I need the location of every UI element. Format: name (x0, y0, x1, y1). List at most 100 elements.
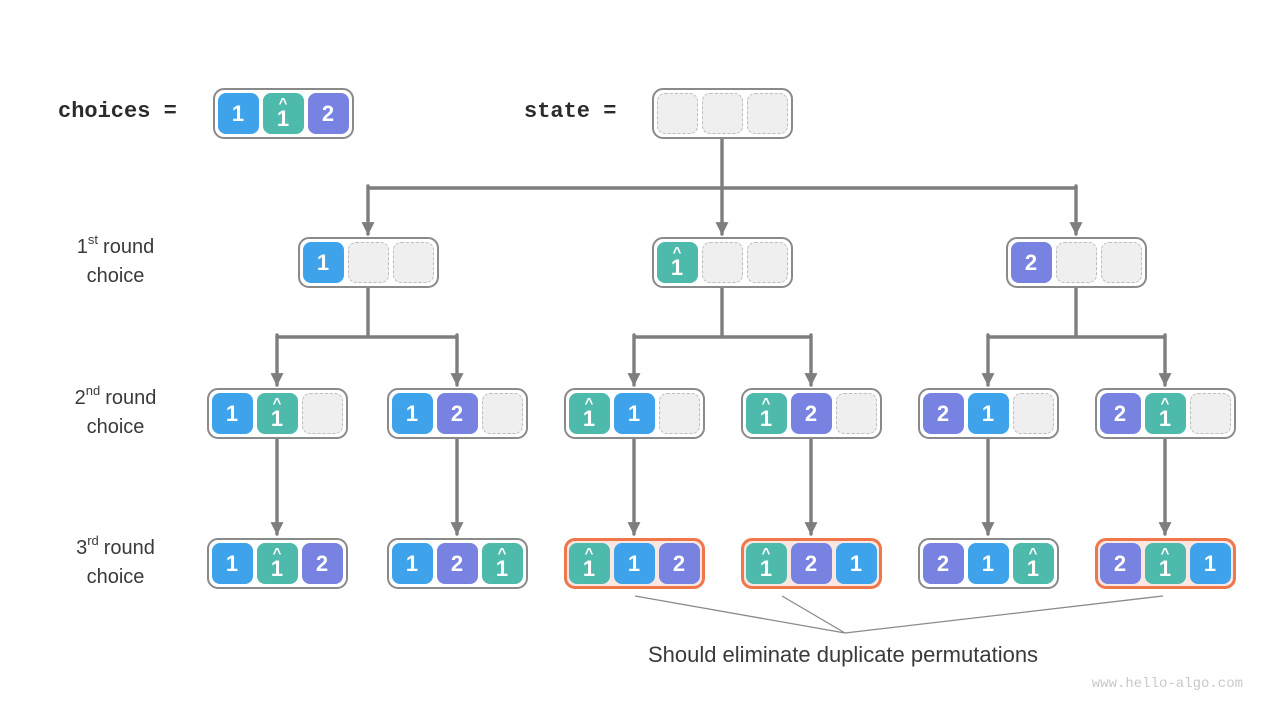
element-cell-1-hat: ^1 (1144, 543, 1186, 584)
hat-mark: ^ (272, 394, 282, 412)
cell-value: 1 (627, 401, 641, 426)
element-cell-2: 2 (658, 543, 700, 584)
element-cell-1-hat: ^1 (745, 393, 787, 434)
node-round2-5: 2^1 (1094, 388, 1236, 439)
cell-value: 2 (804, 401, 818, 426)
empty-slot (746, 242, 788, 283)
empty-slot (1055, 242, 1097, 283)
cell-value: 1 (981, 551, 995, 576)
cell-value: 2 (450, 551, 464, 576)
empty-slot (835, 393, 877, 434)
empty-slot (481, 393, 523, 434)
hat-mark: ^ (584, 544, 594, 562)
hat-mark: ^ (497, 544, 507, 562)
cell-value: 2 (936, 551, 950, 576)
element-cell-2: 2 (922, 543, 964, 584)
cell-value: 1 (759, 555, 773, 581)
cell-value: 1 (495, 555, 509, 581)
empty-slot (701, 242, 743, 283)
empty-slot (301, 393, 343, 434)
element-cell-2: 2 (307, 93, 349, 134)
cell-value: 1 (231, 101, 245, 126)
hat-mark: ^ (761, 544, 771, 562)
element-cell-1: 1 (835, 543, 877, 584)
cell-value: 1 (225, 551, 239, 576)
hat-mark: ^ (672, 243, 682, 261)
cell-value: 1 (759, 405, 773, 431)
cell-value: 1 (270, 555, 284, 581)
cell-value: 1 (270, 405, 284, 431)
node-round2-0: 1^1 (206, 388, 348, 439)
empty-slot (746, 93, 788, 134)
element-cell-1: 1 (1189, 543, 1231, 584)
cell-value: 1 (849, 551, 863, 576)
element-cell-1: 1 (613, 543, 655, 584)
watermark: www.hello-algo.com (1091, 676, 1243, 692)
empty-slot (1100, 242, 1142, 283)
element-cell-1: 1 (967, 543, 1009, 584)
cell-value: 1 (981, 401, 995, 426)
element-cell-2: 2 (1099, 543, 1141, 584)
element-cell-2: 2 (301, 543, 343, 584)
cell-value: 1 (1203, 551, 1217, 576)
cell-value: 2 (804, 551, 818, 576)
node-round2-3: ^1 2 (740, 388, 882, 439)
duplicate-pointer-lines (634, 595, 1164, 634)
element-cell-1: 1 (391, 393, 433, 434)
cell-value: 1 (316, 250, 330, 275)
element-cell-1: 1 (391, 543, 433, 584)
choices-label: choices = (58, 99, 177, 124)
cell-value: 1 (405, 401, 419, 426)
node-round1-0: 1 (297, 237, 439, 288)
empty-slot (1012, 393, 1054, 434)
empty-slot (1189, 393, 1231, 434)
element-cell-2: 2 (436, 393, 478, 434)
cell-value: 1 (405, 551, 419, 576)
node-round2-2: ^1 1 (563, 388, 705, 439)
element-cell-1-hat: ^1 (262, 93, 304, 134)
cell-value: 1 (1158, 555, 1172, 581)
cell-value: 1 (582, 555, 596, 581)
element-cell-1-hat: ^1 (568, 543, 610, 584)
element-cell-1: 1 (211, 543, 253, 584)
cell-value: 2 (672, 551, 686, 576)
cell-value: 2 (1024, 250, 1038, 275)
level2-connector (270, 286, 1172, 387)
cell-value: 2 (450, 401, 464, 426)
element-cell-1: 1 (302, 242, 344, 283)
hat-mark: ^ (584, 394, 594, 412)
cell-value: 2 (1113, 551, 1127, 576)
element-cell-1: 1 (217, 93, 259, 134)
level1-connector (361, 137, 1083, 236)
state-label: state = (524, 99, 617, 124)
empty-slot (658, 393, 700, 434)
element-cell-1: 1 (613, 393, 655, 434)
cell-value: 1 (276, 105, 290, 131)
node-round1-2: 2 (1005, 237, 1147, 288)
cell-value: 1 (627, 551, 641, 576)
hat-mark: ^ (1160, 544, 1170, 562)
element-cell-2: 2 (1099, 393, 1141, 434)
duplicate-annotation: Should eliminate duplicate permutations (647, 642, 1039, 667)
cell-value: 1 (225, 401, 239, 426)
element-cell-1-hat: ^1 (256, 393, 298, 434)
level3-connector (270, 437, 1172, 536)
hat-mark: ^ (1160, 394, 1170, 412)
element-cell-2: 2 (790, 393, 832, 434)
cell-value: 1 (670, 254, 684, 280)
node-round1-1: ^1 (651, 237, 793, 288)
cell-value: 2 (1113, 401, 1127, 426)
element-cell-1-hat: ^1 (1012, 543, 1054, 584)
hat-mark: ^ (1028, 544, 1038, 562)
empty-slot (701, 93, 743, 134)
element-cell-1-hat: ^1 (568, 393, 610, 434)
